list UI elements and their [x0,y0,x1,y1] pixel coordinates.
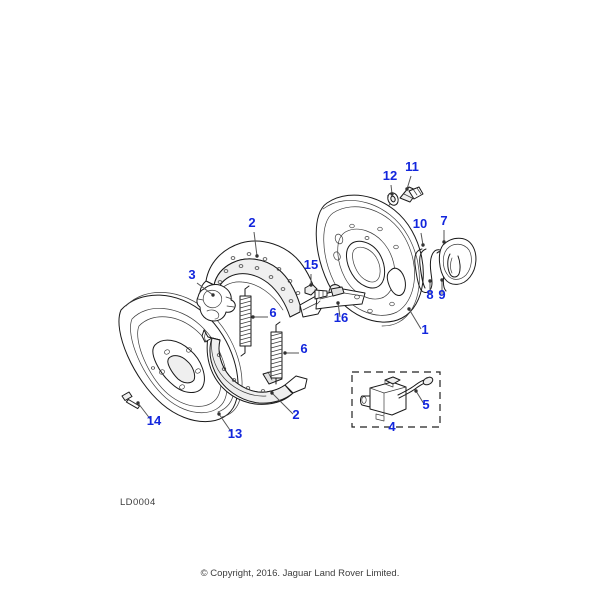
leader-line [218,413,233,434]
callout-number: 12 [383,168,397,183]
callout-5-bleed-screw: 5 [414,389,430,412]
callout-2-brake-shoe-lower: 2 [270,391,300,422]
callout-number: 7 [440,213,447,228]
leader-line [337,302,341,318]
leader-endpoint [407,307,411,311]
washer-part [387,192,399,207]
drum-retaining-screw-part [121,391,140,410]
leader-endpoint [136,401,140,405]
copyright-notice: © Copyright, 2016. Jaguar Land Rover Lim… [200,568,400,579]
handbrake-lever-bracket-part [315,286,366,310]
callout-number: 11 [405,159,419,174]
leader-endpoint [270,391,274,395]
callout-10-retaining-spring: 10 [413,216,427,247]
callout-number: 3 [188,267,195,282]
leader-line [253,231,258,257]
callout-13-brake-drum: 13 [217,412,242,441]
leader-endpoint [442,240,446,244]
wheel-cylinder-part [360,376,407,422]
leader-line [408,308,422,330]
callout-number: 5 [422,397,429,412]
callout-8-clip-pin-left: 8 [426,279,434,302]
leader-endpoint [421,243,425,247]
callout-number: 2 [292,407,299,422]
callout-3-brake-adjuster: 3 [188,267,215,297]
leader-line [415,390,425,405]
drawing-id: LD0004 [120,497,156,508]
callout-number: 15 [304,257,318,272]
leader-endpoint [255,254,259,258]
callout-6-return-spring-lower: 6 [283,341,308,356]
callout-14-drum-screw: 14 [136,401,162,428]
brake-adjuster-part [196,284,236,322]
leader-line [271,392,294,415]
leader-endpoint [390,192,394,196]
return-spring-upper-part [239,285,252,357]
backplate-bolt-part [304,283,328,300]
leader-endpoint [405,187,409,191]
leader-endpoint [414,389,418,393]
leader-line [420,232,424,246]
callout-4-wheel-cylinder-group: 4 [388,419,396,434]
callout-12-washer: 12 [383,168,397,196]
leader-line [196,282,214,296]
leader-endpoint [309,283,313,287]
callout-number: 9 [438,287,445,302]
leader-endpoint [211,293,215,297]
callout-number: 1 [421,322,428,337]
callout-number: 14 [147,413,162,428]
callout-number: 6 [269,305,276,320]
callout-number: 4 [388,419,396,434]
callout-2-brake-shoe-upper: 2 [248,215,259,258]
leader-endpoint [283,351,287,355]
callout-number: 6 [300,341,307,356]
leader-endpoint [217,412,221,416]
leader-line [406,175,412,190]
leader-line [137,402,152,421]
callout-number: 13 [228,426,242,441]
bolt-part [399,186,424,203]
callout-15-backplate-bolt: 15 [304,257,318,287]
return-spring-lower-part [270,321,283,385]
callout-number: 10 [413,216,427,231]
bleed-screw-part [397,376,434,399]
callout-9-clip-pin-right: 9 [438,278,446,302]
callout-1-brake-backplate: 1 [407,307,429,337]
leader-endpoint [428,279,432,283]
brake-drum-part [118,292,243,423]
leader-endpoint [251,315,255,319]
callout-number: 8 [426,287,433,302]
wheel-cylinder-group [351,371,441,428]
callout-16-handbrake-lever-bracket: 16 [334,301,348,325]
callout-7-hold-down-clip: 7 [440,213,448,244]
callout-6-return-spring-upper: 6 [251,305,277,320]
callout-number: 16 [334,310,348,325]
callout-11-bolt: 11 [405,159,419,191]
leader-endpoint [440,278,444,282]
leader-endpoint [336,301,340,305]
callout-number: 2 [248,215,255,230]
hold-down-clip-part [438,237,477,285]
